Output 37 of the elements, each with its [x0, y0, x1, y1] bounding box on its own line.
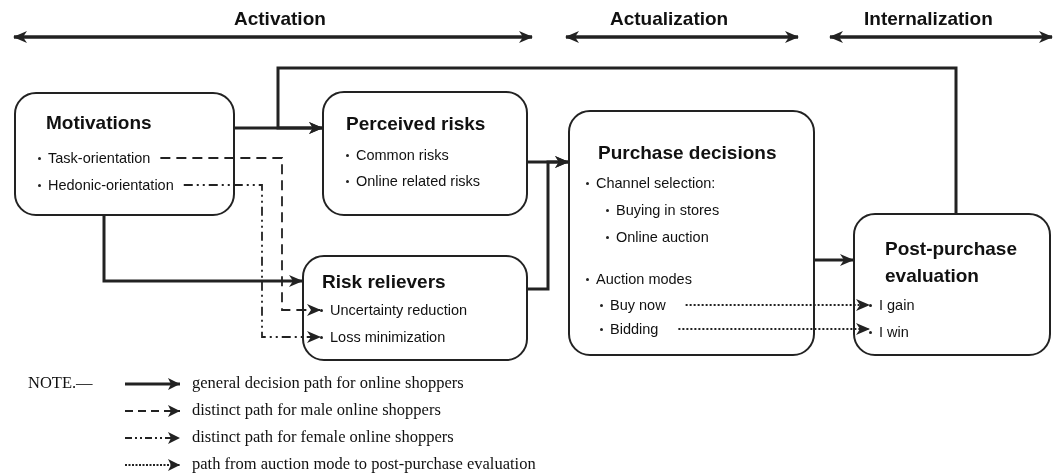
- legend-text: distinct path for male online shoppers: [192, 400, 441, 420]
- rounded-box: [14, 92, 235, 216]
- list-item-text: Uncertainty reduction: [330, 301, 467, 320]
- rounded-box: [568, 110, 815, 356]
- list-item-text: Buying in stores: [616, 201, 720, 220]
- legend-text: path from auction mode to post-purchase evaluation: [192, 454, 536, 474]
- list-item-text: Common risks: [356, 146, 449, 165]
- list-item-text: Hedonic-orientation: [48, 176, 174, 195]
- rounded-box: [302, 255, 528, 361]
- box-heading: Post-purchase evaluation: [885, 237, 1018, 288]
- list-item-text: Task-orientation: [48, 149, 151, 168]
- list-item-text: Online auction: [616, 228, 709, 247]
- list-item-text: Online related risks: [356, 172, 481, 191]
- dotted-arrow: [684, 299, 870, 311]
- list-item-text: I gain: [879, 296, 915, 315]
- list-item-text: I win: [879, 323, 909, 342]
- note-label: NOTE.—: [28, 373, 93, 393]
- rounded-box: [853, 213, 1051, 356]
- list-item-text: Channel selection:: [596, 174, 716, 193]
- rounded-box: [322, 91, 528, 216]
- box-heading: Purchase decisions: [598, 142, 777, 164]
- arrow: [276, 66, 958, 213]
- dashed-arrow: [159, 157, 321, 316]
- box-heading: Risk relievers: [322, 271, 446, 293]
- list-item-text: Bidding: [610, 320, 659, 339]
- dotted-arrow: [677, 323, 870, 335]
- arrow: [102, 216, 303, 287]
- arrow: [815, 254, 854, 266]
- list-item-text: Buy now: [610, 296, 666, 315]
- legend-text: general decision path for online shoppers: [192, 373, 464, 393]
- list-item-text: Loss minimization: [330, 328, 446, 347]
- box-heading: Motivations: [46, 112, 152, 134]
- legend-text: distinct path for female online shoppers: [192, 427, 454, 447]
- dash-dot-arrow: [182, 184, 321, 343]
- list-item-text: Auction modes: [596, 270, 692, 289]
- box-heading: Perceived risks: [346, 113, 486, 135]
- arrow: [528, 156, 569, 291]
